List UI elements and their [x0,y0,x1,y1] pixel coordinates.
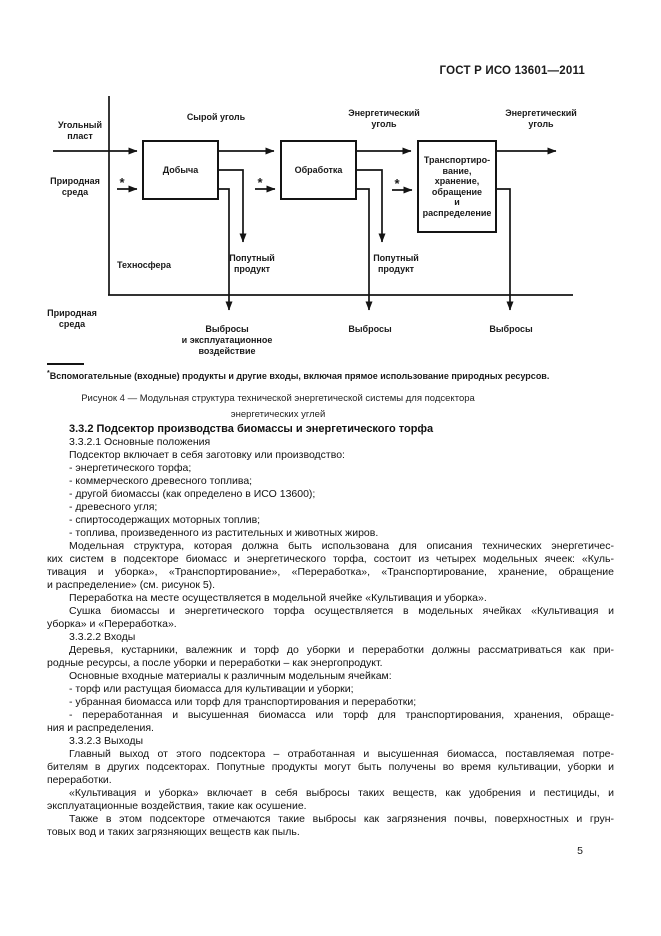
footnote-rule [47,363,84,365]
body-line: ния и распределения. [47,722,154,734]
body-line: переработки. [47,774,112,786]
body-line: Также в этом подсекторе отмечаются такие… [69,813,614,825]
body-heading: 3.3.2 Подсектор производства биомассы и … [69,423,434,435]
body-line: Сушка биомассы и энергетического торфа о… [69,605,614,617]
label-emissions-1: Выбросы и эксплуатационное воздействие [181,324,273,356]
body-line: «Культивация и уборка» включает в себя в… [69,787,614,799]
asterisk-marker-1: * [119,175,125,190]
box-transport-storage-distribution: Транспортиро- вание, хранение, обращение… [417,140,497,233]
body-line: - другой биомассы (как определено в ИСО … [69,488,316,500]
body-line: уборка» и «Переработка». [47,618,177,630]
box-mining: Добыча [142,140,219,200]
body-line: Переработка на месте осуществляется в мо… [69,592,487,604]
label-technosphere: Техносфера [117,260,172,270]
body-line: - переработанная и высушенная биомасса и… [69,709,614,721]
body-line: - энергетического торфа; [69,462,192,474]
label-byproduct-1: Попутный продукт [229,253,275,274]
body-line: Главный выход от этого подсектора – отра… [69,748,614,760]
footnote-text: Вспомогательные (входные) продукты и дру… [49,371,550,381]
body-line: - торф или растущая биомасса для культив… [69,683,354,695]
label-coal-seam: Угольный пласт [57,120,103,141]
body-line: - топлива, произведенного из растительны… [69,527,379,539]
body-line: эксплуатационные воздействия, такие как … [47,800,307,812]
body-line: Модельная структура, которая должна быть… [69,540,614,552]
label-raw-coal: Сырой уголь [186,112,246,122]
asterisk-marker-2: * [257,175,263,190]
figure-caption: Рисунок 4 — Модульная структура техничес… [47,391,509,423]
figure-footnote: *Вспомогательные (входные) продукты и др… [47,368,613,382]
document-header: ГОСТ Р ИСО 13601—2011 [439,65,585,77]
body-line: и распределение» (см. рисунок 5). [47,579,216,591]
label-emissions-3: Выбросы [489,324,533,334]
page-number: 5 [577,845,583,857]
body-line: Деревья, кустарники, валежник и торф до … [69,644,614,656]
asterisk-marker-3: * [394,176,400,191]
body-line: 3.3.2.1 Основные положения [69,436,211,448]
body-line: Подсектор включает в себя заготовку или … [69,449,345,461]
body-line: ких систем в подсекторе биомасс и энерге… [47,553,614,565]
label-emissions-2: Выбросы [348,324,392,334]
body-line: - убранная биомасса или торф для транспо… [69,696,417,708]
body-text: 3.3.2 Подсектор производства биомассы и … [47,423,614,839]
label-energy-coal-mid: Энергетический уголь [348,108,420,129]
label-natural-env-top: Природная среда [50,176,100,197]
body-line: - древесного угля; [69,501,158,513]
body-line: Основные входные материалы к различным м… [69,670,392,682]
label-energy-coal-out: Энергетический уголь [505,108,577,129]
footnote-marker: * [47,370,50,377]
figure-caption-line2: энергетических углей [230,409,326,420]
box-processing: Обработка [280,140,357,200]
label-natural-env-bottom: Природная среда [47,308,97,329]
diagram-lines [53,96,573,311]
body-line: - спиртосодержащих моторных топлив; [69,514,261,526]
body-line: - коммерческого древесного топлива; [69,475,253,487]
body-line: 3.3.2.2 Входы [69,631,136,643]
label-byproduct-2: Попутный продукт [373,253,419,274]
body-line: 3.3.2.3 Выходы [69,735,143,747]
figure-caption-line1: Рисунок 4 — Модульная структура техничес… [81,393,475,404]
body-line: товых вод и таких загрязняющих веществ к… [47,826,300,838]
body-line: родные ресурсы, а после уборки и перераб… [47,657,383,669]
body-line: бителям в других подсекторах. Попутные п… [47,761,614,773]
body-line: тивация и уборка», «Транспортирование», … [47,566,614,578]
